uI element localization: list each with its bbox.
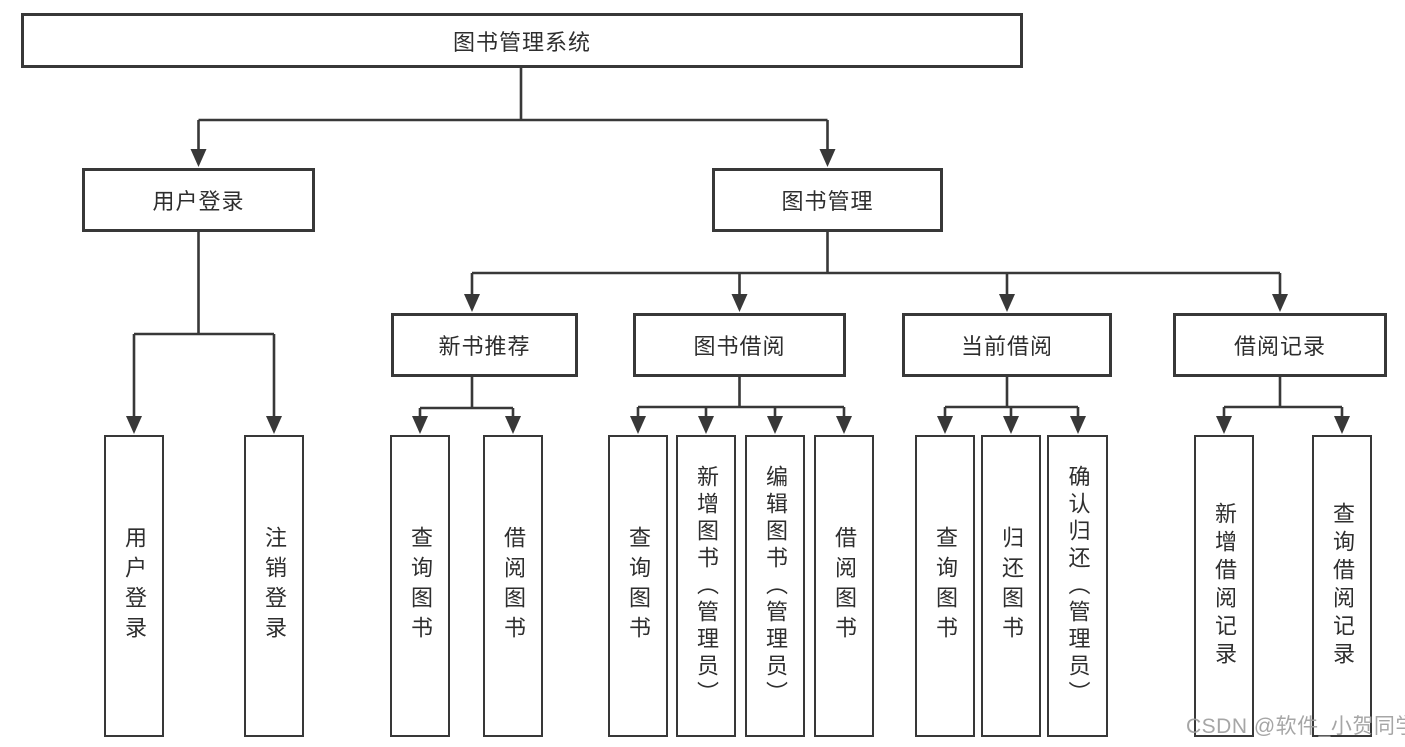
connector-borrow-to-leaves (630, 377, 852, 434)
node-new-book-recommend-label: 新书推荐 (438, 334, 531, 359)
node-user-login-label: 用户登录 (152, 189, 245, 214)
leaf-borrow-edit-books-admin: 编辑图书（管理员） (745, 435, 805, 737)
node-borrow-records: 借阅记录 (1173, 313, 1387, 377)
node-book-management-label: 图书管理 (781, 189, 874, 214)
leaf-recommend-borrow-books: 借阅图书 (483, 435, 543, 737)
leaf-current-return-books-label: 归还图书 (999, 526, 1024, 646)
connector-current-to-leaves (937, 377, 1086, 434)
leaf-current-return-books: 归还图书 (981, 435, 1041, 737)
leaf-current-confirm-return-admin: 确认归还（管理员） (1047, 435, 1108, 737)
leaf-records-add-record-label: 新增借阅记录 (1212, 502, 1237, 670)
node-new-book-recommend: 新书推荐 (391, 313, 578, 377)
leaf-records-query-record-label: 查询借阅记录 (1330, 502, 1355, 670)
connector-login-to-leaves (126, 232, 282, 434)
leaf-user-login: 用户登录 (104, 435, 164, 737)
leaf-records-add-record: 新增借阅记录 (1194, 435, 1254, 737)
leaf-current-confirm-return-admin-label: 确认归还（管理员） (1065, 464, 1091, 708)
leaf-borrow-query-books: 查询图书 (608, 435, 668, 737)
node-book-borrow-label: 图书借阅 (693, 334, 786, 359)
leaf-current-query-books-label: 查询图书 (933, 526, 958, 646)
node-root: 图书管理系统 (21, 13, 1023, 68)
leaf-current-query-books: 查询图书 (915, 435, 975, 737)
leaf-borrow-add-books-admin-label: 新增图书（管理员） (694, 464, 719, 708)
node-user-login: 用户登录 (82, 168, 315, 232)
watermark-text: CSDN @软件_小贺同学 (1186, 715, 1405, 738)
leaf-borrow-add-books-admin: 新增图书（管理员） (676, 435, 736, 737)
leaf-recommend-borrow-books-label: 借阅图书 (501, 526, 526, 646)
node-current-borrow-label: 当前借阅 (960, 334, 1053, 359)
connector-root-to-level2 (190, 68, 836, 167)
leaf-user-login-label: 用户登录 (122, 526, 147, 646)
leaf-borrow-query-books-label: 查询图书 (626, 526, 651, 646)
node-book-management: 图书管理 (712, 168, 943, 232)
connector-management-to-level3 (464, 232, 1288, 312)
leaf-logout: 注销登录 (244, 435, 304, 737)
leaf-recommend-query-books-label: 查询图书 (408, 526, 433, 646)
connector-recommend-to-leaves (412, 377, 521, 434)
leaf-records-query-record: 查询借阅记录 (1312, 435, 1372, 737)
node-book-borrow: 图书借阅 (633, 313, 846, 377)
leaf-borrow-borrow-books-label: 借阅图书 (832, 526, 857, 646)
leaf-recommend-query-books: 查询图书 (390, 435, 450, 737)
node-root-label: 图书管理系统 (452, 29, 591, 55)
node-current-borrow: 当前借阅 (902, 313, 1112, 377)
leaf-borrow-edit-books-admin-label: 编辑图书（管理员） (763, 464, 788, 708)
node-borrow-records-label: 借阅记录 (1233, 334, 1326, 359)
leaf-logout-label: 注销登录 (262, 526, 287, 646)
leaf-borrow-borrow-books: 借阅图书 (814, 435, 874, 737)
connector-records-to-leaves (1216, 377, 1350, 434)
